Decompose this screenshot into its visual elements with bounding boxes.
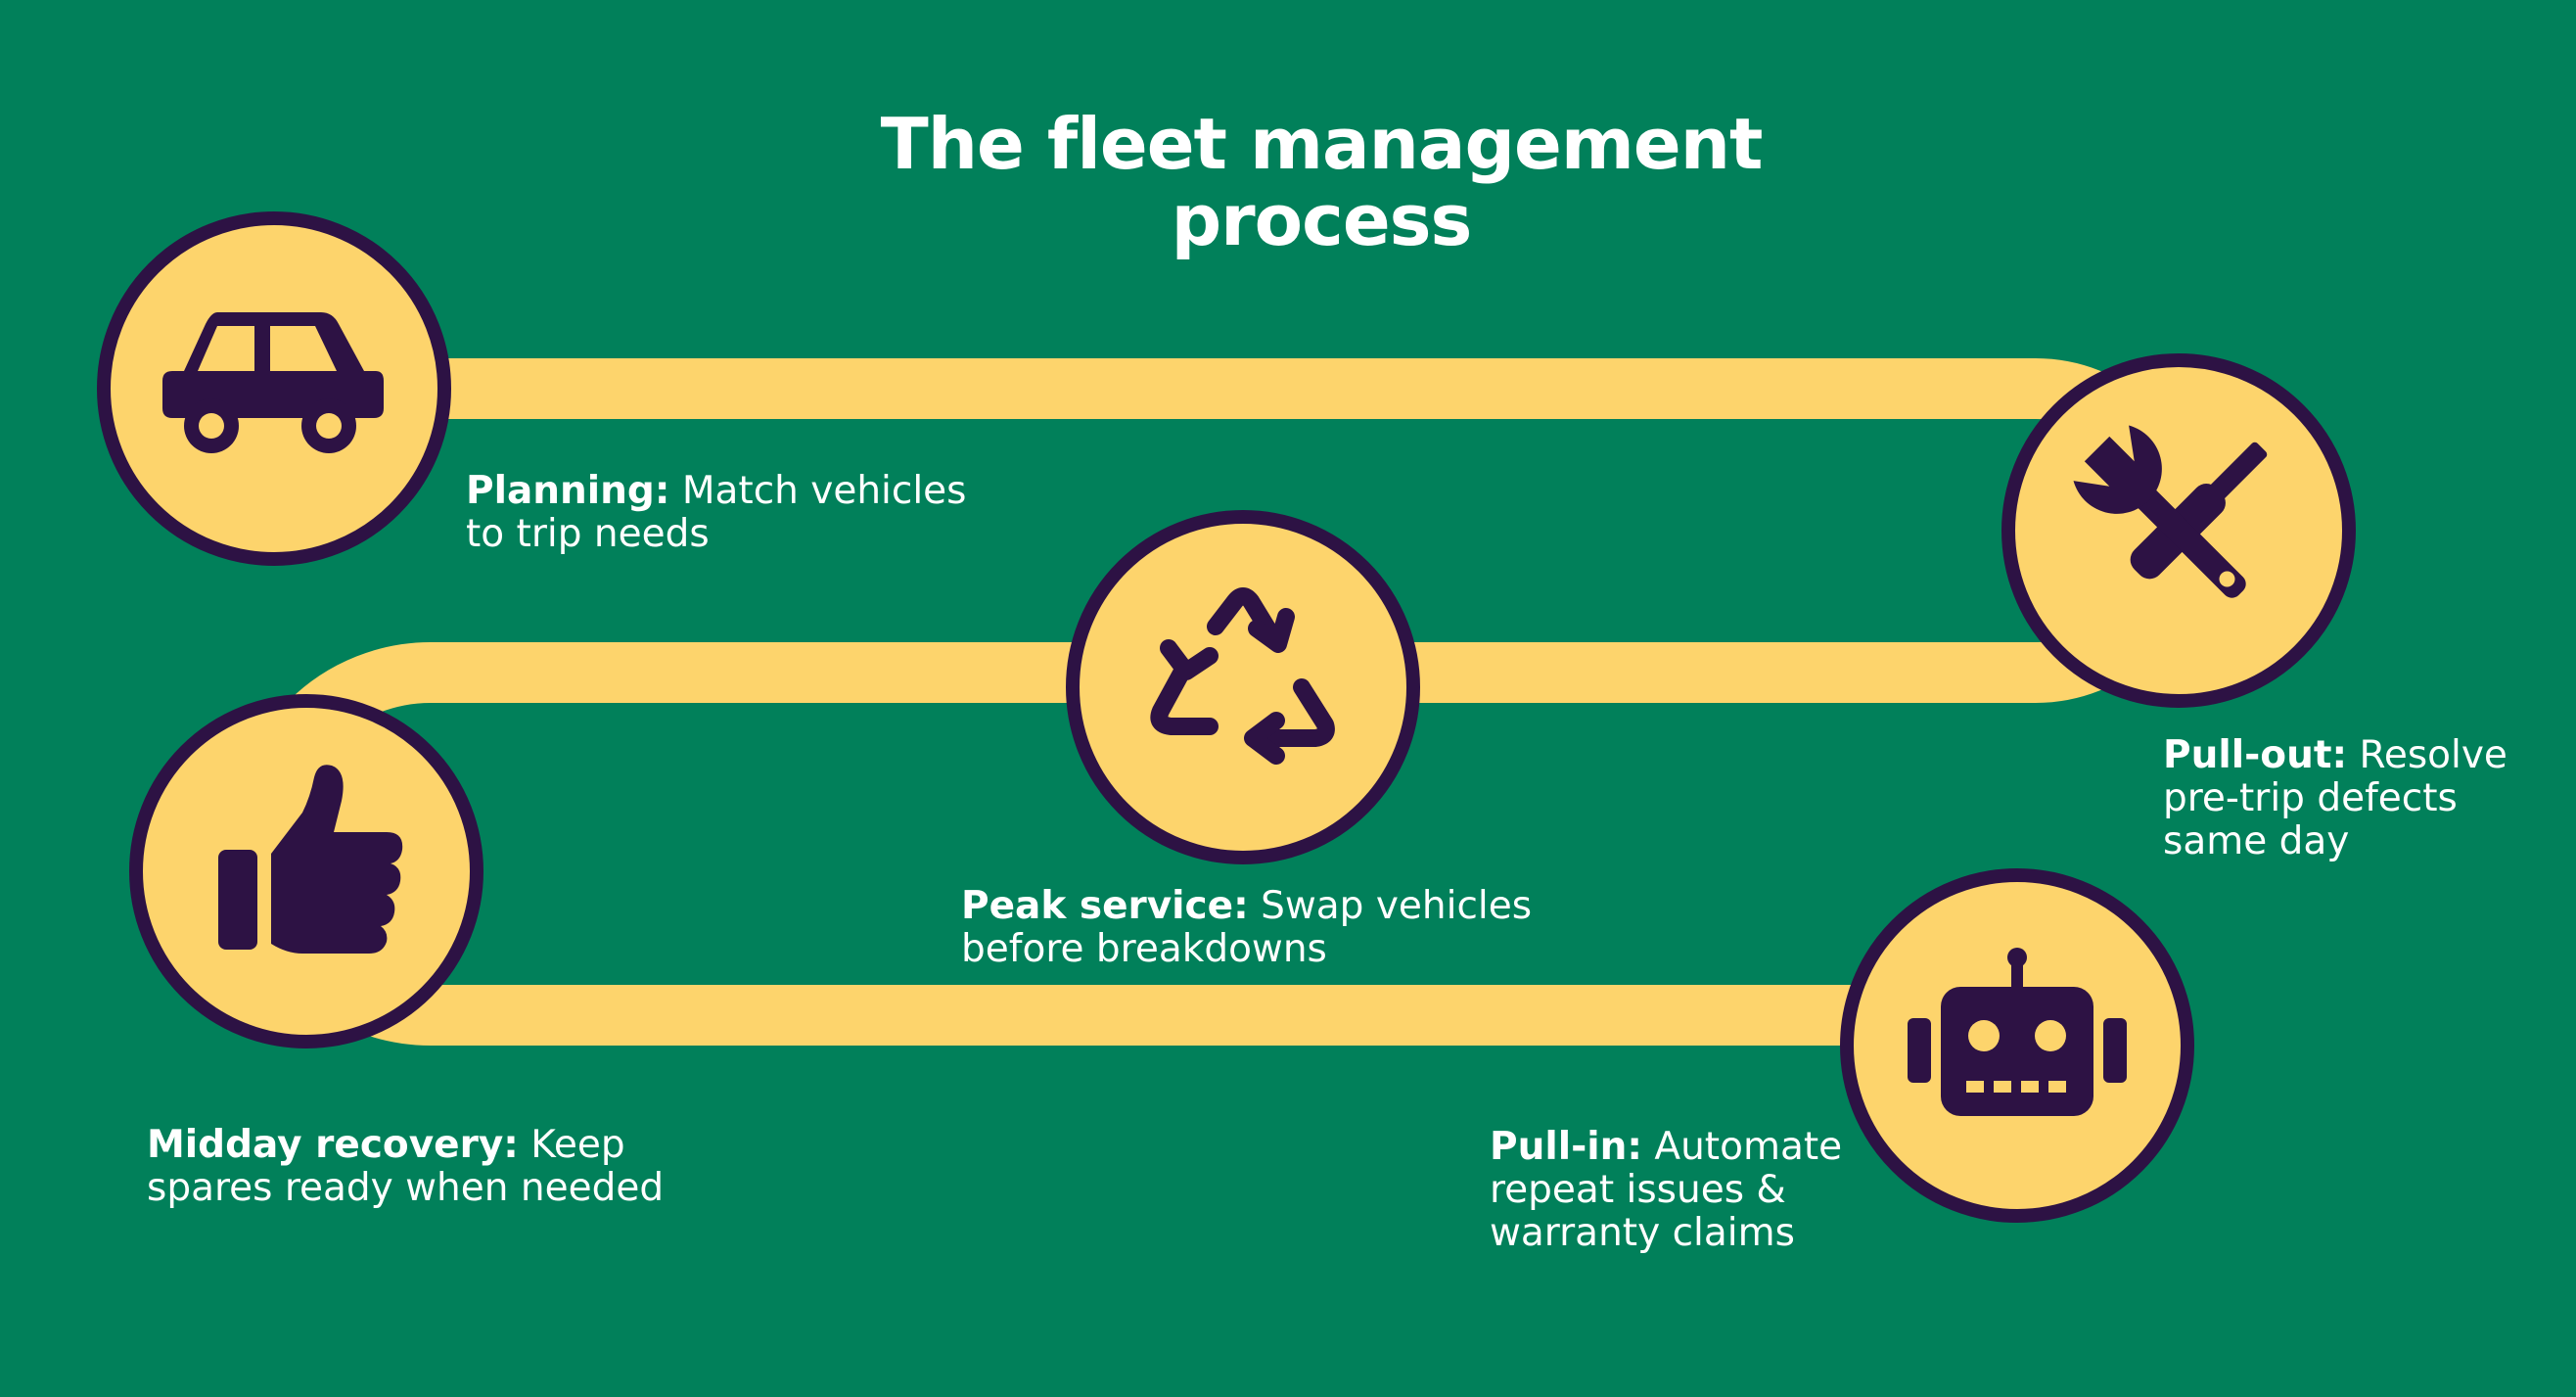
title-line-1: The fleet management <box>880 103 1764 185</box>
step-pullout-label: Pull-out: <box>2163 733 2348 777</box>
step-planning-label: Planning: <box>466 469 670 513</box>
step-pullout-text: Pull-out: Resolve pre-trip defects same … <box>2163 734 2554 863</box>
step-pullin-text: Pull-in: Automate repeat issues & warran… <box>1490 1126 1901 1255</box>
step-pullin-description: Automate repeat issues & warranty claims <box>1490 1125 1843 1255</box>
step-planning-text: Planning: Match vehicles to trip needs <box>466 470 975 556</box>
robot-icon <box>1908 948 2127 1116</box>
step-peak-description: Swap vehicles before breakdowns <box>961 884 1533 971</box>
recycle-icon <box>1150 587 1335 765</box>
step-peak-label: Peak service: <box>961 884 1249 928</box>
step-pullout-node <box>2001 353 2356 708</box>
step-peak-text: Peak service: Swap vehicles before break… <box>961 885 1607 971</box>
car-icon <box>162 312 384 453</box>
step-pullin-label: Pull-in: <box>1490 1125 1642 1169</box>
title-line-2: process <box>1171 179 1473 261</box>
step-peak-node <box>1066 510 1420 864</box>
thumbs-up-icon <box>218 765 403 954</box>
step-midday-label: Midday recovery: <box>147 1123 519 1167</box>
step-pullout-description: Resolve pre-trip defects same day <box>2163 733 2507 863</box>
step-midday-description: Keep spares ready when needed <box>147 1123 665 1210</box>
step-planning-description: Match vehicles to trip needs <box>466 469 967 556</box>
step-midday-node <box>129 694 483 1048</box>
step-planning-node <box>97 211 451 566</box>
step-peak-circle <box>1066 510 1420 864</box>
step-pullin-node <box>1840 868 2194 1223</box>
tools-icon <box>2073 425 2268 598</box>
step-midday-text: Midday recovery: Keep spares ready when … <box>147 1124 695 1210</box>
page-title: The fleet management process <box>0 106 2576 258</box>
